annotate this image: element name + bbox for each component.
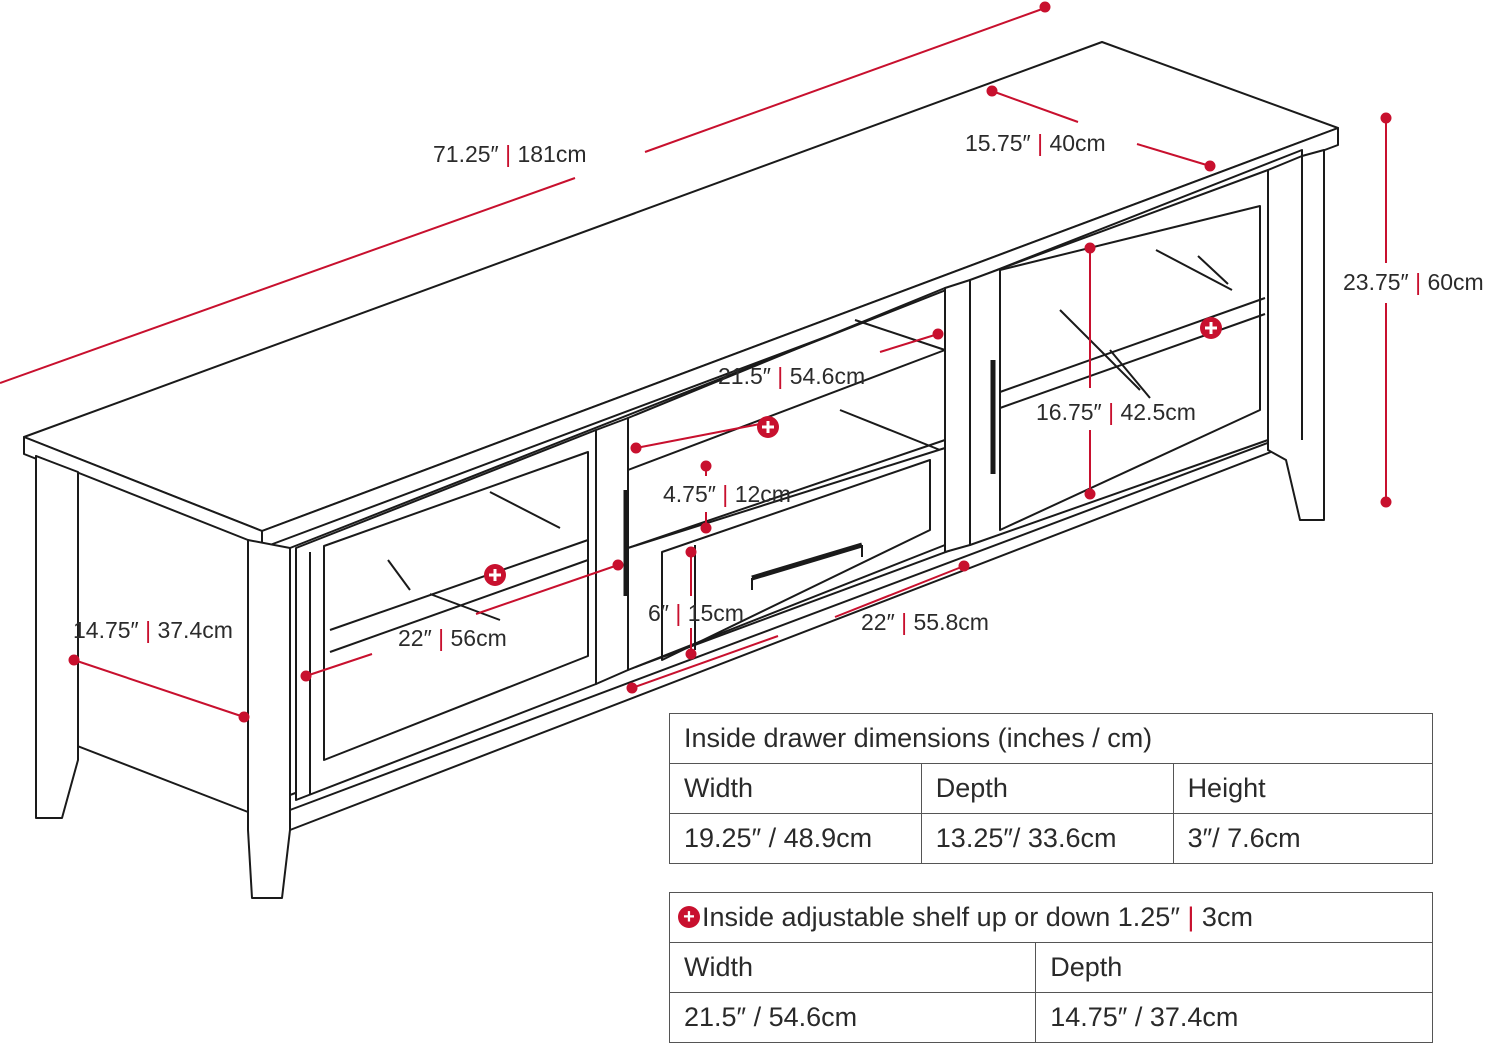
shelf-width-header: Width [668, 942, 1037, 993]
drawer-table-title: Inside drawer dimensions (inches / cm) [669, 713, 1433, 764]
plus-circle-icon [757, 416, 779, 438]
left-opening-label: 22″ | 56cm [398, 625, 507, 651]
dimension-lines [0, 1, 1392, 723]
right-opening-label: 22″ | 55.8cm [861, 609, 989, 635]
side-depth-label: 14.75″ | 37.4cm [73, 617, 233, 643]
width-label: 71.25″ | 181cm [433, 141, 587, 167]
drawer-dimensions-table: Inside drawer dimensions (inches / cm) W… [669, 713, 1434, 864]
drawer-width-header: Width [669, 763, 922, 814]
depth-label: 15.75″ | 40cm [965, 130, 1106, 156]
center-shelf-label: 21.5″ | 54.6cm [718, 363, 865, 389]
tv-stand-outline [23, 41, 1339, 899]
shelf-table-title-cell: +Inside adjustable shelf up or down 1.25… [669, 892, 1433, 943]
drawer-front-label: 6″ | 15cm [648, 600, 744, 626]
shelf-dimensions-table: +Inside adjustable shelf up or down 1.25… [668, 892, 1433, 1043]
shelf-depth-header: Depth [1035, 942, 1433, 993]
drawer-height-value: 3″/ 7.6cm [1172, 813, 1434, 864]
upper-gap-label: 4.75″ | 12cm [663, 481, 791, 507]
shelf-depth-value: 14.75″ / 37.4cm [1035, 992, 1433, 1043]
plus-circle-icon [1200, 317, 1222, 339]
plus-circle-icon [484, 564, 506, 586]
drawer-width-value: 19.25″ / 48.9cm [669, 813, 922, 864]
drawer-depth-value: 13.25″/ 33.6cm [920, 813, 1174, 864]
shelf-table-title-cm: 3cm [1201, 902, 1253, 932]
drawer-height-header: Height [1172, 763, 1434, 814]
shelf-width-value: 21.5″ / 54.6cm [668, 992, 1037, 1043]
height-label: 23.75″ | 60cm [1343, 269, 1484, 295]
plus-circle-icon: + [678, 905, 700, 928]
right-height-label: 16.75″ | 42.5cm [1036, 399, 1196, 425]
shelf-table-title: Inside adjustable shelf up or down 1.25″ [702, 902, 1180, 932]
drawer-depth-header: Depth [920, 763, 1174, 814]
